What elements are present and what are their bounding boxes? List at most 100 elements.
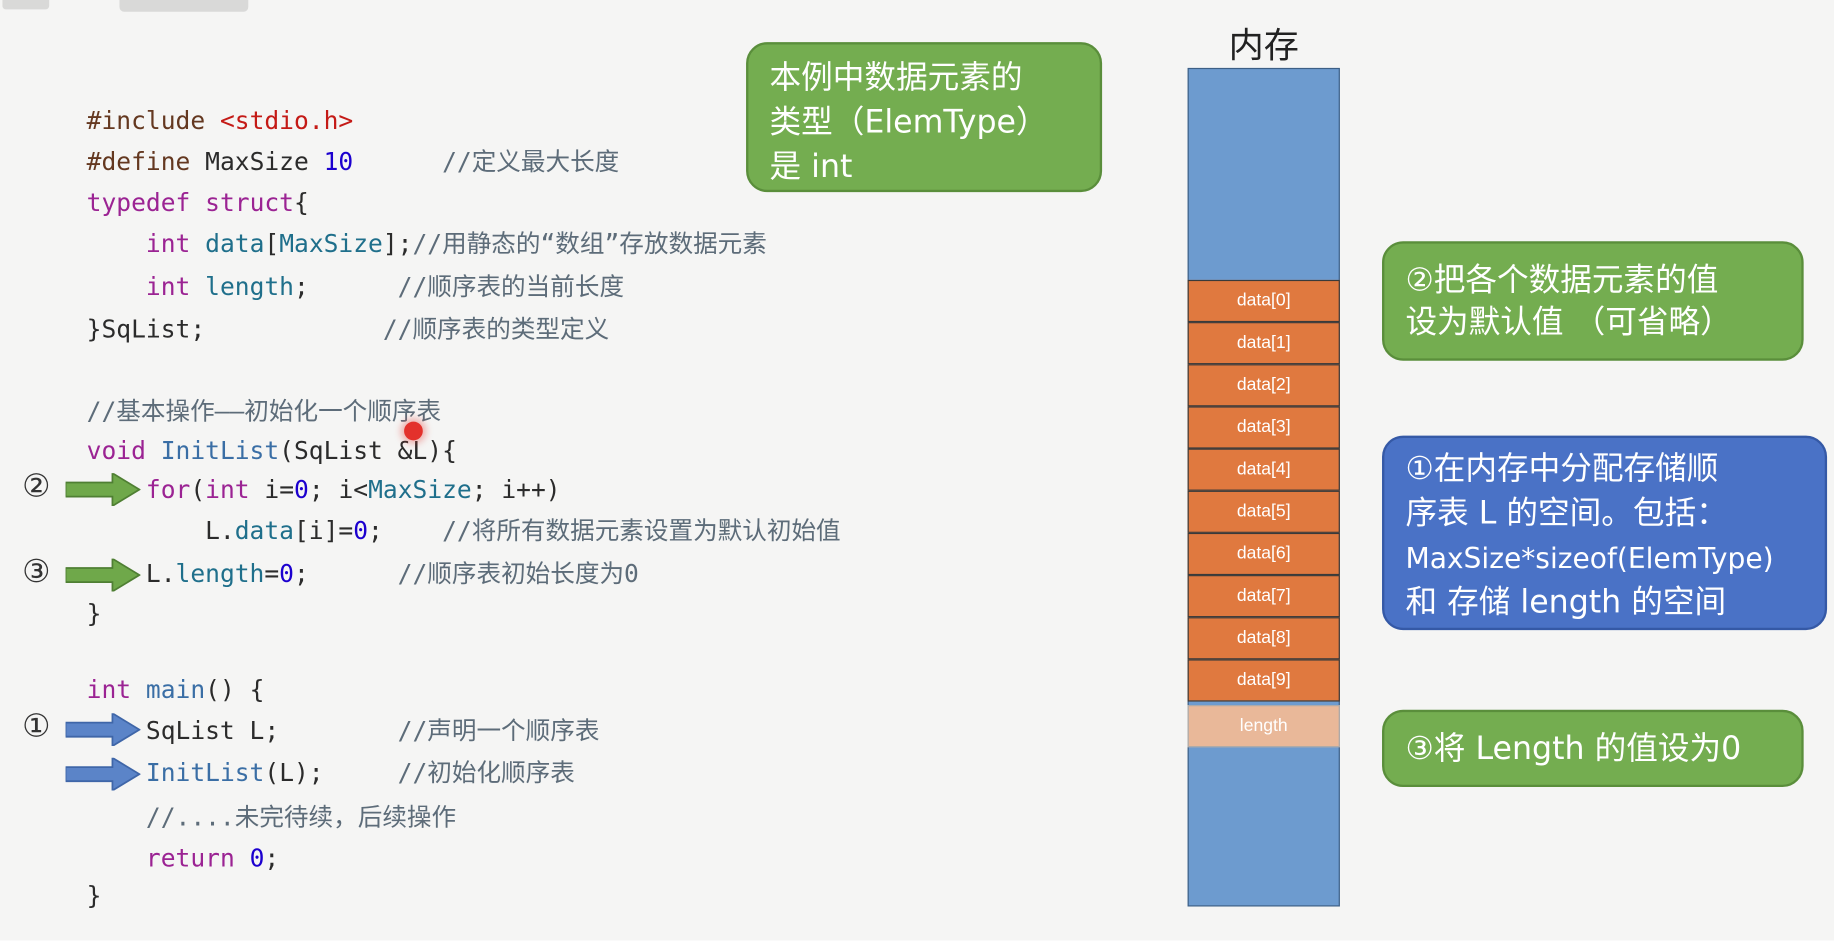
code-token: } xyxy=(86,599,102,628)
code-token: data xyxy=(234,516,294,545)
code-token: MaxSize xyxy=(205,147,324,176)
code-token: ; i< xyxy=(308,475,369,504)
code-token: //顺序表的类型定义 xyxy=(205,315,610,344)
code-line: int length; //顺序表的当前长度 xyxy=(87,269,624,304)
code-token: L. xyxy=(145,559,176,588)
code-token: ]; xyxy=(382,229,413,258)
code-token: //将所有数据元素设置为默认初始值 xyxy=(382,516,841,545)
length-zero-callout-line: ③将 Length 的值设为0 xyxy=(1405,730,1742,768)
code-token: length xyxy=(175,559,265,588)
code-line: int data[MaxSize];//用静态的“数组”存放数据元素 xyxy=(87,226,767,261)
code-line: return 0; xyxy=(87,841,280,876)
code-token: void xyxy=(86,436,161,465)
code-token: //基本操作——初始化一个顺序表 xyxy=(86,397,442,426)
memory-length-cell: length xyxy=(1187,705,1340,748)
code-token: ; xyxy=(293,272,309,301)
step-2-arrow xyxy=(65,473,141,506)
code-token: ; xyxy=(294,559,309,588)
code-token: SqList L; xyxy=(86,716,280,745)
code-line: #include <stdio.h> xyxy=(87,103,354,138)
code-line: //....未完待续，后续操作 xyxy=(87,800,456,835)
code-token: data xyxy=(205,229,265,258)
code-line: SqList L; //声明一个顺序表 xyxy=(87,713,600,748)
elemtype-callout-line: 是 int xyxy=(769,148,853,186)
code-token: i= xyxy=(264,475,295,504)
code-token: return xyxy=(145,844,250,873)
code-token: int xyxy=(205,475,265,504)
code-token: int xyxy=(145,272,206,301)
memory-cell: data[4] xyxy=(1187,448,1340,491)
code-token: main xyxy=(145,675,206,704)
step-1-marker: ① xyxy=(22,708,51,745)
code-token: ; i++) xyxy=(471,475,561,504)
code-token: for xyxy=(145,475,191,504)
code-token: MaxSize xyxy=(368,475,472,504)
code-token: L. xyxy=(86,516,235,545)
memory-cell: data[5] xyxy=(1187,490,1340,533)
code-token: MaxSize xyxy=(279,229,383,258)
code-line: L.length=0; //顺序表初始长度为0 xyxy=(87,556,639,591)
memory-cell: data[8] xyxy=(1187,617,1340,660)
code-token: int xyxy=(86,675,146,704)
watermark-logo xyxy=(2,0,249,12)
code-token: () { xyxy=(205,675,265,704)
code-token: InitList xyxy=(145,758,265,788)
code-token: #include xyxy=(86,106,220,135)
memory-cell: data[1] xyxy=(1187,322,1340,365)
code-line: } xyxy=(87,878,102,913)
code-token: 0 xyxy=(249,844,265,873)
code-line: void InitList(SqList &L){ xyxy=(87,433,457,468)
code-line: int main() { xyxy=(87,672,265,707)
code-token: 10 xyxy=(323,147,354,176)
step-3-marker: ③ xyxy=(22,553,51,591)
code-token: 0 xyxy=(279,559,295,588)
memory-cell: data[3] xyxy=(1187,406,1340,449)
code-token xyxy=(87,273,146,301)
memory-cell: data[9] xyxy=(1187,659,1340,702)
allocate-callout-line: MaxSize*sizeof(ElemType) xyxy=(1405,542,1774,576)
code-token: ; xyxy=(264,844,280,873)
code-token: [ xyxy=(264,229,280,258)
elemtype-callout-line: 类型（ElemType） xyxy=(769,104,1048,141)
initlist-call-arrow xyxy=(65,757,141,791)
code-token: typedef xyxy=(86,188,206,217)
pointer-dot xyxy=(404,421,423,441)
memory-cell: data[2] xyxy=(1187,364,1340,407)
elemtype-callout: 本例中数据元素的 类型（ElemType） 是 int xyxy=(746,42,1103,193)
code-line: }SqList; //顺序表的类型定义 xyxy=(87,312,610,347)
code-line: } xyxy=(87,596,102,631)
code-token: (L); xyxy=(264,758,324,788)
code-token: length xyxy=(205,272,294,301)
code-token: //定义最大长度 xyxy=(353,147,620,176)
allocate-callout: ①在内存中分配存储顺 序表 L 的空间。包括： MaxSize*sizeof(E… xyxy=(1382,435,1828,631)
code-line: InitList(L); //初始化顺序表 xyxy=(87,755,575,790)
code-line: typedef struct{ xyxy=(87,185,309,220)
allocate-callout-line: 和 存储 length 的空间 xyxy=(1405,584,1727,621)
step-1-arrow xyxy=(65,713,141,747)
code-token: 0 xyxy=(294,475,309,504)
memory-cell: data[6] xyxy=(1187,532,1340,576)
memory-cell: data[7] xyxy=(1187,575,1340,618)
step-2-marker: ② xyxy=(22,468,51,505)
default-values-callout-line: ②把各个数据元素的值 xyxy=(1405,262,1719,299)
code-token: 0 xyxy=(353,516,369,545)
code-token: //顺序表的当前长度 xyxy=(308,272,625,301)
code-token: //顺序表初始长度为0 xyxy=(308,559,639,588)
memory-cell: data[0] xyxy=(1187,279,1340,323)
code-token: InitList xyxy=(160,436,280,465)
code-token: int xyxy=(145,229,206,258)
code-token: = xyxy=(264,559,280,588)
code-token: //声明一个顺序表 xyxy=(279,716,600,745)
code-token: struct xyxy=(205,188,294,217)
code-line: L.data[i]=0; //将所有数据元素设置为默认初始值 xyxy=(87,513,841,548)
code-token xyxy=(87,844,146,872)
code-token: ; xyxy=(368,516,383,545)
code-token: [i]= xyxy=(293,516,354,545)
code-token: }SqList; xyxy=(86,315,206,344)
code-token xyxy=(87,230,146,258)
code-token: //....未完待续，后续操作 xyxy=(86,803,457,832)
step-3-arrow xyxy=(65,558,141,592)
allocate-callout-line: ①在内存中分配存储顺 xyxy=(1405,450,1719,488)
code-token: #define xyxy=(86,147,206,176)
